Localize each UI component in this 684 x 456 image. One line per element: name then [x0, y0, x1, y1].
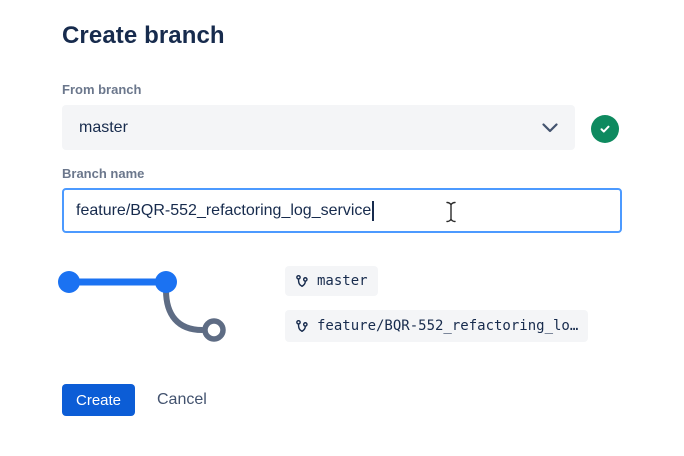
- chevron-down-icon: [542, 122, 558, 133]
- from-branch-select[interactable]: master: [62, 105, 575, 150]
- master-head-node: [155, 271, 177, 293]
- new-branch-chip: feature/BQR-552_refactoring_lo…: [285, 310, 589, 342]
- source-branch-chip: master: [285, 266, 378, 296]
- from-branch-selected-value: master: [79, 118, 128, 136]
- branch-graph: [50, 260, 240, 360]
- branch-name-input[interactable]: [62, 188, 622, 233]
- git-branch-icon: [295, 319, 309, 334]
- master-commit-node: [58, 271, 80, 293]
- feature-branch-node: [202, 318, 226, 342]
- create-button[interactable]: Create: [62, 384, 136, 416]
- page-title: Create branch: [62, 22, 225, 49]
- from-branch-label: From branch: [62, 82, 142, 97]
- source-branch-chip-label: master: [317, 273, 368, 289]
- branch-name-label: Branch name: [62, 166, 145, 181]
- new-branch-chip-label: feature/BQR-552_refactoring_lo…: [317, 318, 579, 334]
- git-branch-icon: [295, 274, 309, 289]
- feature-branch-curve: [163, 287, 205, 333]
- ibeam-cursor-icon: [444, 201, 458, 228]
- check-circle-icon: [591, 115, 619, 143]
- cancel-button[interactable]: Cancel: [153, 384, 211, 416]
- text-caret: [372, 201, 374, 221]
